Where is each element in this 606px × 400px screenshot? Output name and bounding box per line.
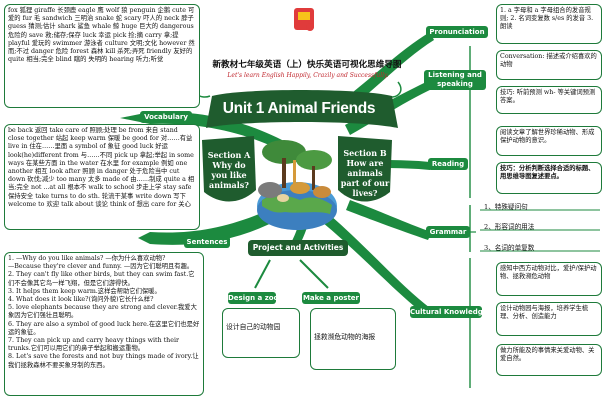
sentences-box: 1. —Why do you like animals? —你为什么喜欢动物? … <box>4 252 204 396</box>
vocabulary-box: fox 狐狸 giraffe 长颈鹿 eagle 鹰 wolf 狼 pengui… <box>4 4 200 108</box>
pronunciation-label: Pronunciation <box>426 26 488 38</box>
sentences-label: Sentences <box>184 236 230 248</box>
grammar-item: 3、名词的单复数 <box>484 244 535 252</box>
culture-box-1: 感知中西方动物对比，爱护/保护动物、拯救濒危动物 <box>496 262 602 296</box>
sentence-line: 3. It helps them keep warm.这样会帮助它们保暖。 <box>8 287 161 295</box>
culture-label: Cultural Knowledge <box>410 306 488 318</box>
sentence-line: 2. They can't fly like other birds, but … <box>8 271 195 287</box>
sentence-line: 6. They are also a symbol of good luck h… <box>8 320 200 336</box>
mindmap-title: 新教材七年级英语（上）快乐英语可视化思维导图 <box>212 60 402 70</box>
culture-box-3: 做力所能及的事情来关爱动物、关爱自然。 <box>496 344 602 376</box>
sentence-line: 1. —Why do you like animals? —你为什么喜欢动物? <box>8 255 166 262</box>
sentence-line: —Because they're clever and funny. —因为它们… <box>8 263 194 271</box>
listening-label: Listening and speaking <box>424 70 486 90</box>
vocabulary-label: Vocabulary <box>140 111 192 123</box>
pronunciation-box: 1. a 字母和 a 字母组合的发音规则; 2. 名词变复数 s/es 的发音 … <box>496 4 602 44</box>
reading-skill-text: 技巧：分析判断选择合适的标题、用思维导图复述要点。 <box>500 165 595 181</box>
sentence-line: 5. love elephants because they are stron… <box>8 304 197 320</box>
reading-box-1: 阅读文章了解世界珍稀动物、形成保护动物的意识。 <box>496 126 602 156</box>
make-poster-box: 拯救濒危动物的海报 <box>310 308 396 370</box>
sentence-line: 8. Let's save the forests and not buy th… <box>8 353 199 369</box>
reading-label: Reading <box>428 158 468 170</box>
make-poster-label: Make a poster <box>302 292 360 304</box>
project-label: Project and Activities <box>248 240 348 256</box>
mindmap-subtitle: Let's learn English Happily, Crazily and… <box>227 72 389 79</box>
sentence-line: 4. What does it look like?(询问外貌)它长什么样? <box>8 296 154 304</box>
grammar-item: 1、特殊疑问句 <box>484 203 528 211</box>
listening-conversation-box: Conversation: 描述或介绍喜欢的动物 <box>496 50 602 80</box>
sentence-line: 7. They can pick up and carry heavy thin… <box>8 337 179 353</box>
phrases-box: be back 返回 take care of 照顾;处理 be from 来自… <box>4 124 200 230</box>
section-a-label: Section A Why do you like animals? <box>207 150 251 190</box>
listening-skills-box: 技巧: 听前预测 wh- 等关键词预测答案。 <box>496 86 602 114</box>
grammar-label: Grammar <box>426 226 470 238</box>
design-zoo-label: Design a zoo <box>228 292 279 304</box>
design-zoo-box: 设计自己的动物园 <box>222 308 300 358</box>
unit-title: Unit 1 Animal Friends <box>222 100 376 117</box>
culture-box-2: 设计动物园与海报，培养学生梳理、分析、创造能力 <box>496 302 602 336</box>
section-b-label: Section B How are animals part of our li… <box>340 148 390 198</box>
reading-box-2: 技巧：分析判断选择合适的标题、用思维导图复述要点。 <box>496 162 602 194</box>
grammar-item: 2、形容词的用法 <box>484 223 535 231</box>
